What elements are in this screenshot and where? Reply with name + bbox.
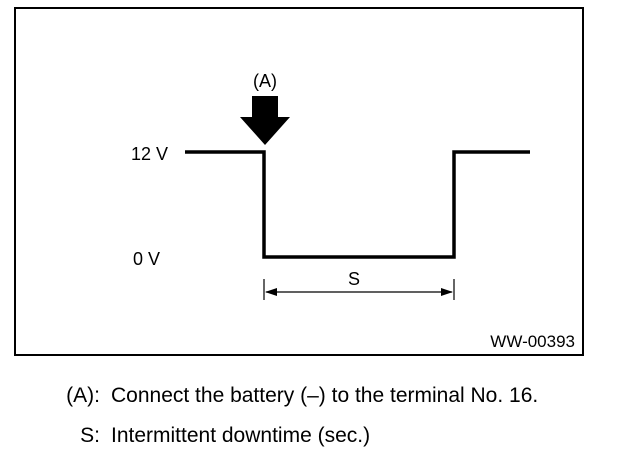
low-voltage-label: 0 V	[133, 249, 160, 269]
diagram-frame	[14, 7, 584, 356]
legend-text: Intermittent downtime (sec.)	[111, 424, 371, 447]
voltage-waveform	[185, 150, 530, 259]
interval-arrowhead-left	[265, 288, 277, 296]
figure-code: WW-00393	[490, 332, 575, 351]
legend-key: (A):	[66, 384, 100, 407]
marker-label: (A)	[253, 71, 277, 91]
legend-text: Connect the battery (–) to the terminal …	[111, 384, 539, 407]
legend-item-s: S: Intermittent downtime (sec.)	[0, 421, 640, 451]
high-voltage-label: 12 V	[131, 144, 168, 164]
interval-arrowhead-right	[441, 288, 453, 296]
legend-key: S:	[80, 424, 100, 447]
legend-item-a: (A): Connect the battery (–) to the term…	[0, 381, 640, 411]
interval-label: S	[348, 269, 360, 289]
down-arrow-icon	[240, 96, 290, 145]
